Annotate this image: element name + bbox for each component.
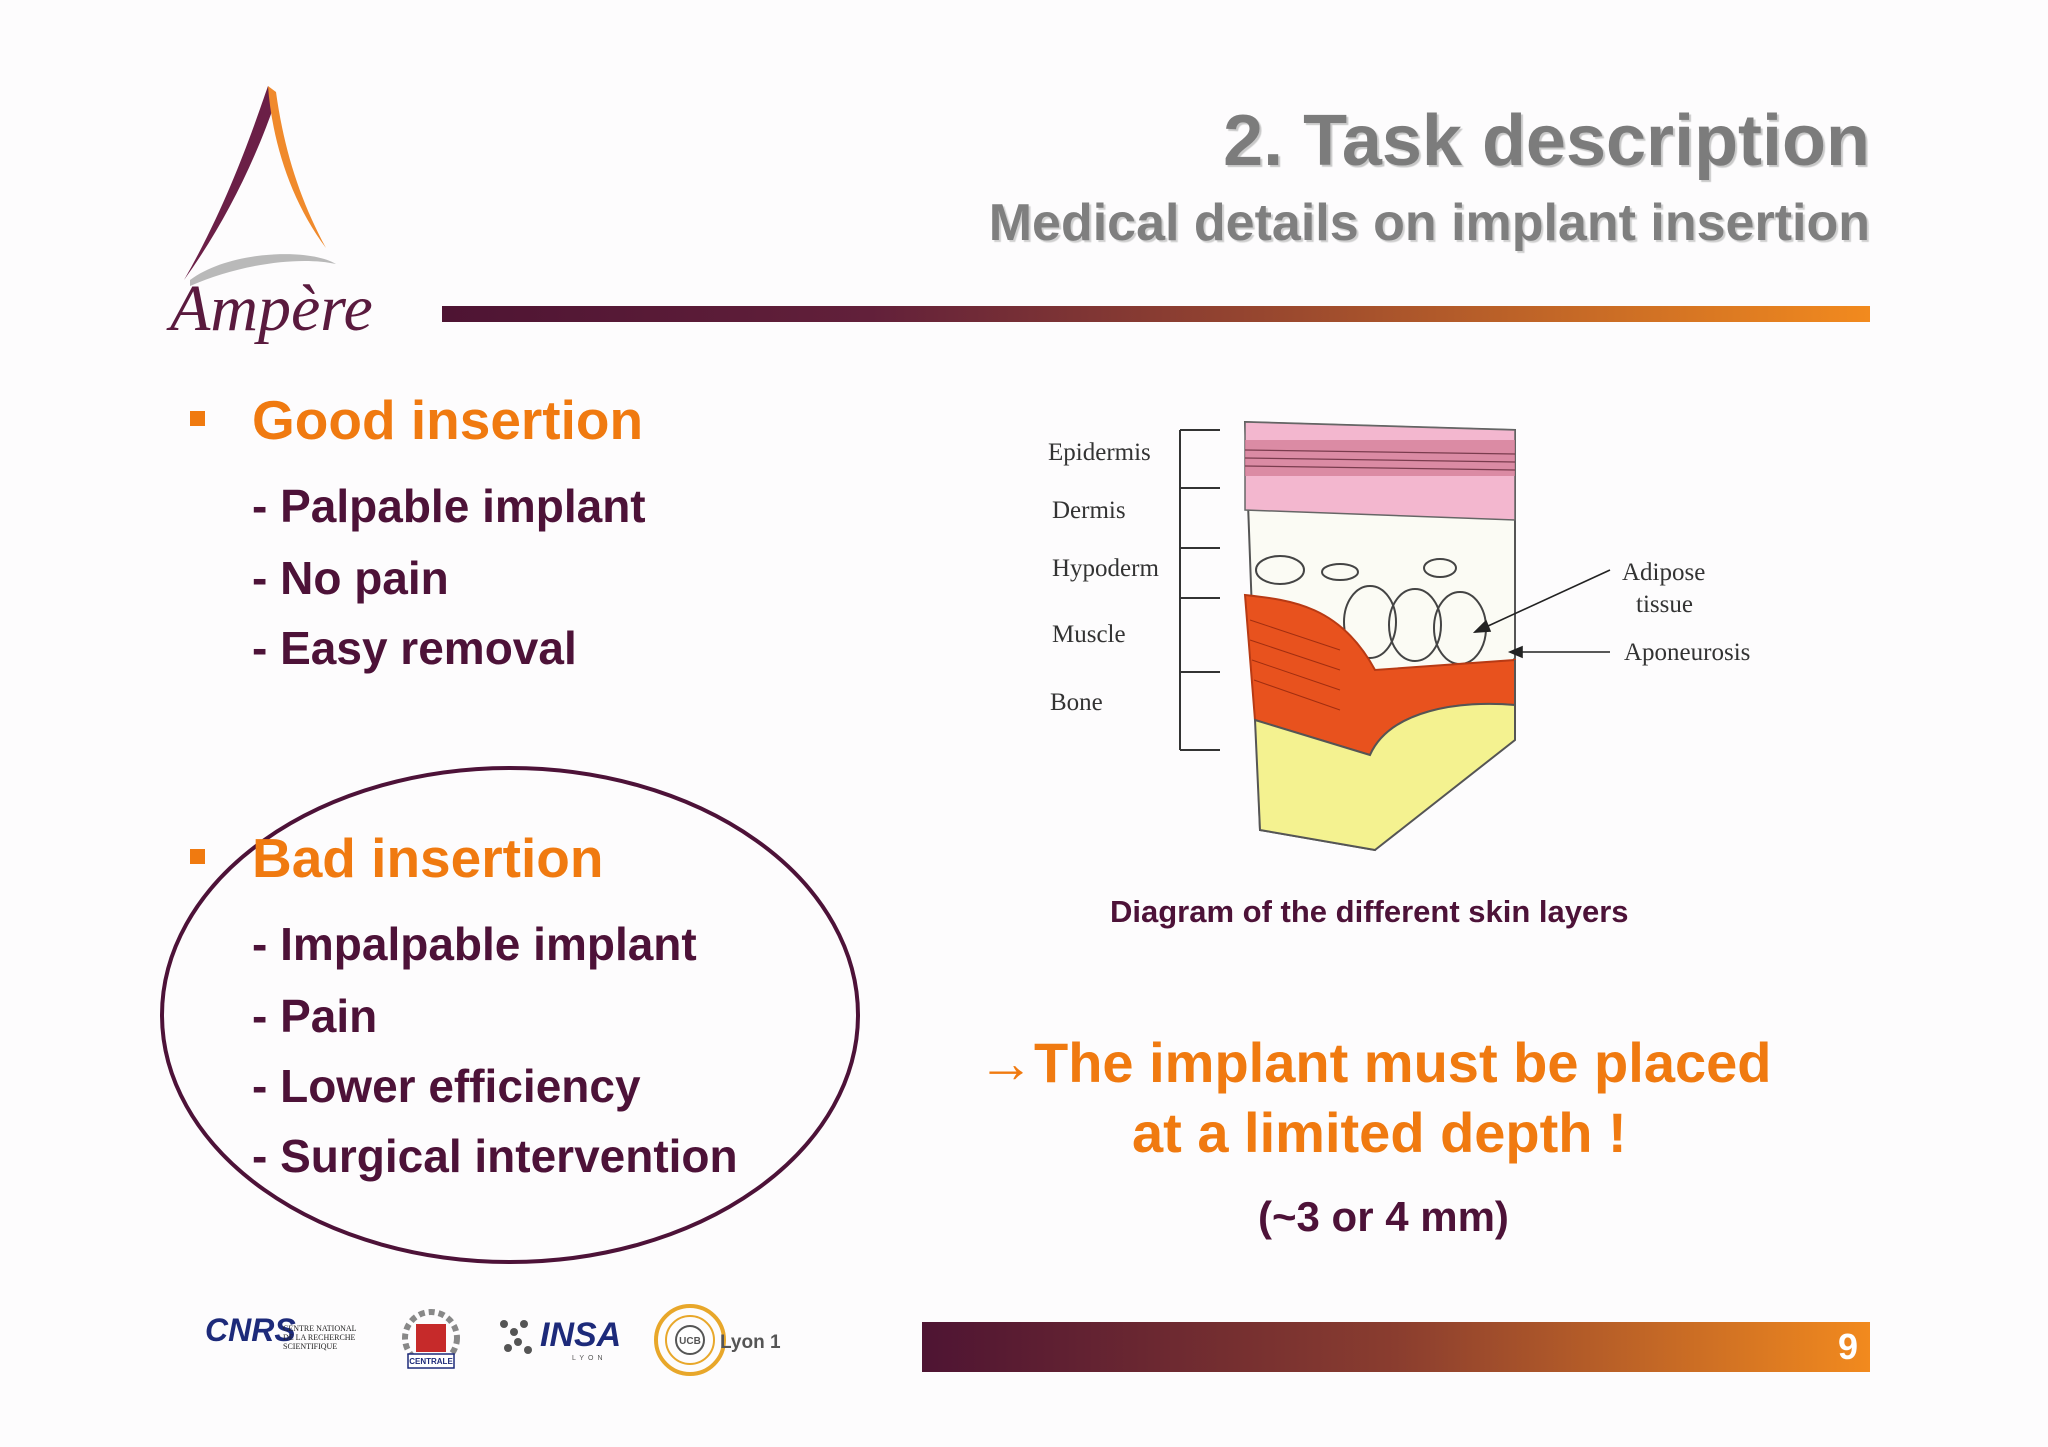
lyon1-logo: UCB Lyon 1 (654, 1304, 781, 1376)
page-subtitle: Medical details on implant insertion (988, 194, 1870, 252)
bullet-bad (190, 849, 205, 864)
good-item-no-pain: - No pain (252, 552, 449, 604)
label-tissue: tissue (1636, 591, 1693, 618)
conclusion-line-2: at a limited depth ! (1132, 1101, 1627, 1164)
good-insertion-heading: Good insertion (252, 389, 644, 451)
insa-logo-mark: INSA (540, 1316, 620, 1354)
bad-item-surgery: - Surgical intervention (252, 1130, 738, 1182)
footer-bar (922, 1322, 1870, 1372)
insa-logo-sub: LYON (572, 1355, 607, 1362)
bad-item-efficiency: - Lower efficiency (252, 1060, 641, 1112)
page-number: 9 (1837, 1326, 1858, 1367)
centrale-logo: CENTRALE (402, 1309, 460, 1369)
lyon1-logo-text: Lyon 1 (720, 1332, 781, 1353)
cnrs-logo-sub-1: CENTRE NATIONAL (283, 1324, 357, 1333)
label-adipose: Adipose (1622, 559, 1705, 586)
layer-label-epidermis: Epidermis (1048, 439, 1151, 466)
layer-label-bone: Bone (1050, 689, 1103, 716)
conclusion-line-1: →The implant must be placed (978, 1031, 1772, 1094)
depth-note: (~3 or 4 mm) (1258, 1193, 1509, 1240)
layer-label-dermis: Dermis (1052, 497, 1126, 524)
bullet-good (190, 411, 205, 426)
header-divider-bar (442, 306, 1870, 322)
ucb-logo-mark: UCB (679, 1336, 701, 1347)
bad-insertion-heading: Bad insertion (252, 827, 604, 889)
layer-label-hypoderm: Hypoderm (1052, 555, 1159, 582)
good-item-palpable: - Palpable implant (252, 480, 646, 532)
layer-label-muscle: Muscle (1052, 621, 1126, 648)
bad-insertion-ellipse (160, 766, 860, 1264)
label-aponeurosis: Aponeurosis (1624, 639, 1750, 666)
insa-logo: INSA LYON (500, 1316, 620, 1362)
centrale-logo-text: CENTRALE (409, 1357, 453, 1366)
cnrs-logo-sub-3: SCIENTIFIQUE (283, 1342, 337, 1351)
ampere-logo: Ampère (166, 86, 373, 345)
page-title: 2. Task description (1223, 101, 1870, 181)
skin-layers-diagram: Epidermis Dermis Hypoderm Muscle Bone Ad… (1048, 420, 1750, 852)
cnrs-logo-mark: CNRS (205, 1312, 296, 1348)
logo-wordmark: Ampère (166, 272, 373, 345)
bad-item-impalpable: - Impalpable implant (252, 918, 697, 970)
diagram-caption: Diagram of the different skin layers (1110, 894, 1629, 929)
cnrs-logo-sub-2: DE LA RECHERCHE (283, 1333, 356, 1342)
bad-item-pain: - Pain (252, 990, 378, 1042)
good-item-removal: - Easy removal (252, 622, 577, 674)
cnrs-logo: CNRS CENTRE NATIONAL DE LA RECHERCHE SCI… (205, 1312, 357, 1351)
